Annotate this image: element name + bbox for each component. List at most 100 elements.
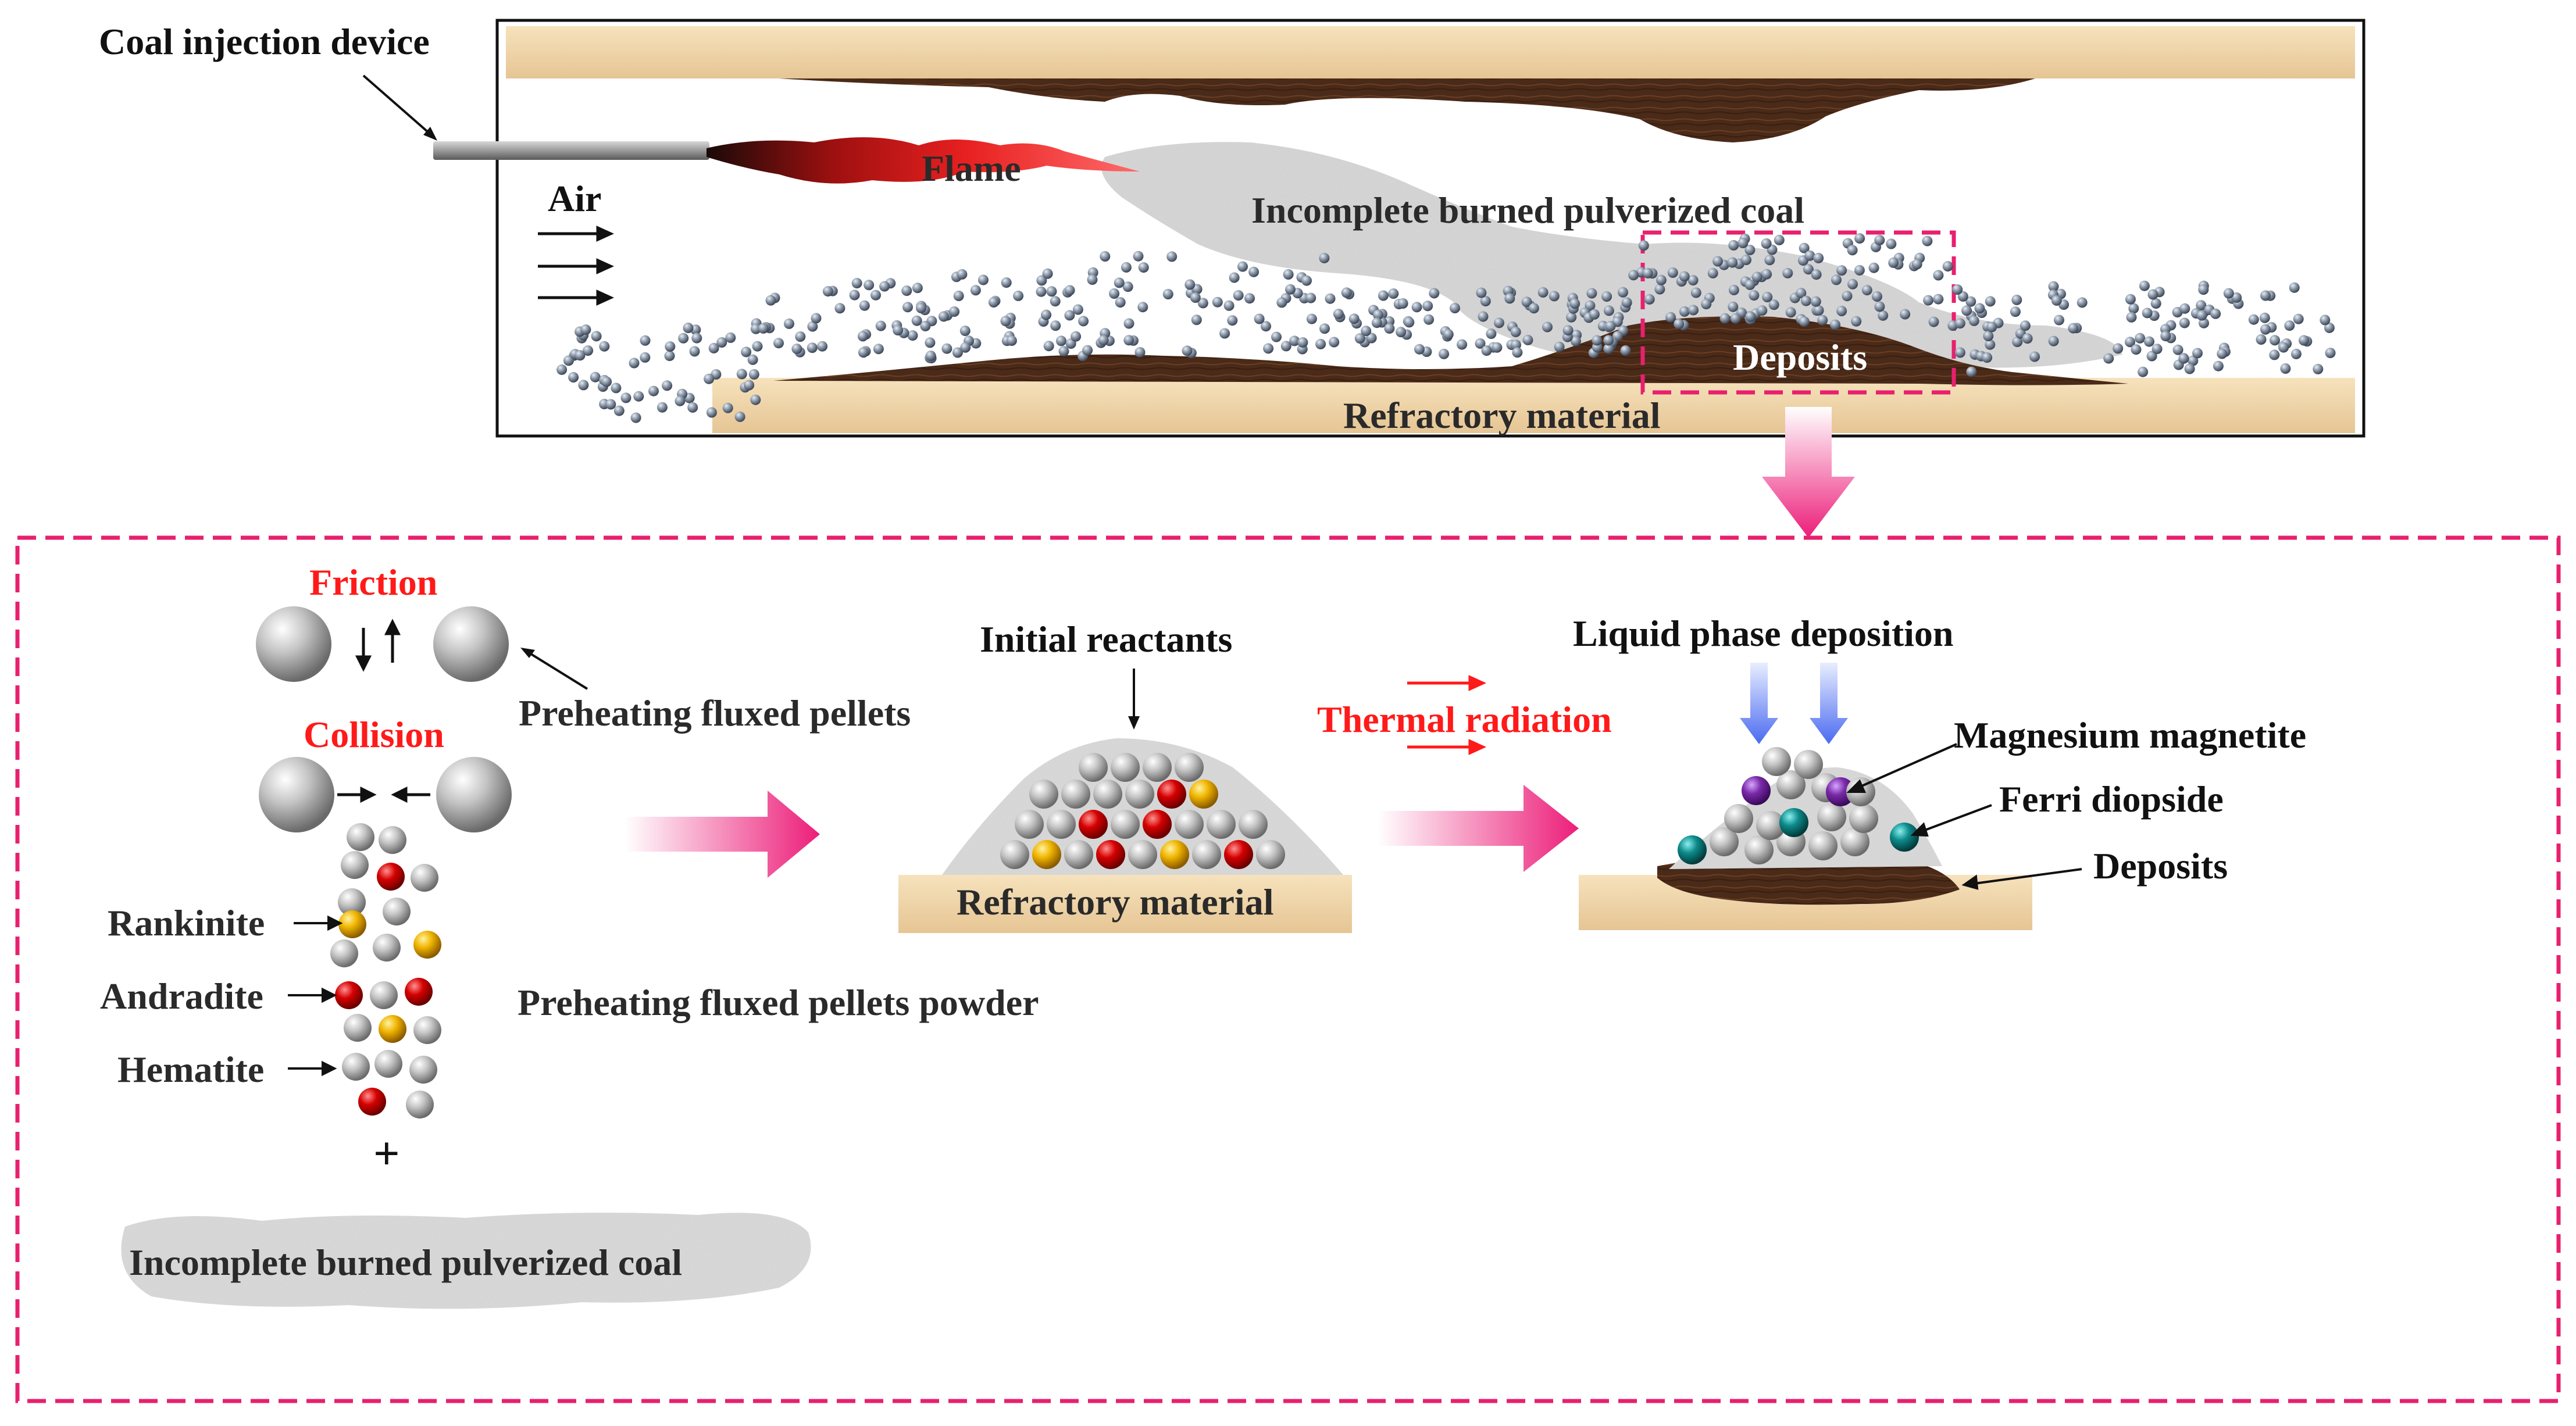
coal-particle-field xyxy=(556,233,2336,423)
coal-particle xyxy=(2160,331,2171,342)
coal-particle xyxy=(2210,308,2221,319)
coal-particle xyxy=(1874,301,1885,312)
coal-particle xyxy=(1098,335,1109,346)
coal-particle xyxy=(988,297,999,308)
coal-particle xyxy=(1429,288,1440,299)
coal-particle xyxy=(1388,288,1399,299)
coal-particle xyxy=(1481,345,1492,356)
coal-particle xyxy=(716,337,727,348)
coal-particle xyxy=(1888,257,1899,268)
coal-particle xyxy=(1813,252,1824,263)
hematite-pellet xyxy=(341,851,369,879)
coal-particle xyxy=(1799,316,1810,327)
right-leaders xyxy=(1846,743,2082,890)
coal-particle xyxy=(2152,344,2163,355)
coal-particle xyxy=(857,331,868,342)
coal-particle xyxy=(1197,298,1208,309)
coal-particle xyxy=(640,352,651,363)
pellet-gray xyxy=(1125,780,1154,809)
pellet-gray xyxy=(1744,835,1774,864)
pellet-red xyxy=(1157,780,1186,809)
coal-particle xyxy=(1036,286,1047,297)
coal-particle xyxy=(2217,348,2228,359)
coal-particle xyxy=(1831,274,1842,285)
coal-particle xyxy=(925,337,936,348)
coal-particle xyxy=(1968,315,1979,326)
coal-particle xyxy=(1191,314,1202,326)
coal-particle xyxy=(938,311,949,322)
coal-particle xyxy=(1985,339,1996,350)
coal-particle xyxy=(1872,291,1882,302)
coal-particle xyxy=(864,280,875,291)
pellet-gray xyxy=(1817,802,1846,831)
pellet-gray xyxy=(1047,810,1076,839)
coal-particle xyxy=(2213,360,2224,371)
coal-particle xyxy=(1874,235,1885,246)
coal-particle xyxy=(2125,294,2136,305)
coal-particle xyxy=(1707,267,1718,278)
coal-particle xyxy=(920,320,931,331)
pellet-gray xyxy=(1000,840,1029,869)
hematite-pellet xyxy=(373,934,401,962)
coal-particle xyxy=(822,286,833,297)
coal-particle xyxy=(834,303,845,314)
coal-particle xyxy=(1642,267,1653,278)
coal-particle xyxy=(851,278,862,289)
coal-particle xyxy=(925,351,936,362)
label-andradite: Andradite xyxy=(100,975,263,1017)
coal-particle xyxy=(1761,269,1772,280)
coal-particle xyxy=(2150,298,2161,309)
coal-particle xyxy=(1933,294,1944,305)
pellet-gray xyxy=(1849,804,1878,833)
coal-particle xyxy=(1799,242,1810,253)
pellet-yellow xyxy=(1189,780,1218,809)
coal-particle xyxy=(1001,277,1012,288)
coal-particle xyxy=(2299,335,2309,346)
coal-particle xyxy=(1618,287,1628,298)
coal-particle xyxy=(2248,314,2259,325)
label-deposits-right: Deposits xyxy=(2093,845,2228,887)
coal-particle xyxy=(953,291,964,301)
coal-particle xyxy=(1603,305,1614,316)
coal-particle xyxy=(1373,309,1383,320)
coal-particle xyxy=(1847,278,1858,290)
coal-particle xyxy=(1397,298,1408,309)
coal-particle xyxy=(1133,251,1144,262)
coal-particle xyxy=(2290,348,2302,359)
coal-particle xyxy=(1233,290,1244,301)
coal-particle xyxy=(1644,294,1655,305)
coal-particle xyxy=(1138,262,1149,273)
coal-particle xyxy=(1817,314,1828,326)
coal-particle xyxy=(795,331,806,342)
hematite-pellet xyxy=(344,1014,372,1042)
coal-particle xyxy=(1348,313,1360,324)
coal-particle xyxy=(2324,322,2335,333)
coal-particle xyxy=(1486,328,1497,339)
coal-particle xyxy=(901,285,912,296)
coal-particle xyxy=(1688,305,1699,316)
coal-particle xyxy=(2172,344,2183,355)
coal-particle xyxy=(2223,288,2234,299)
coal-particle xyxy=(1134,347,1146,358)
coal-particle xyxy=(1450,303,1460,313)
coal-particle xyxy=(1562,325,1574,336)
coal-particle xyxy=(2278,342,2289,353)
coal-particle xyxy=(2010,306,2021,317)
hematite-pellet xyxy=(338,888,366,916)
pellet-gray xyxy=(1111,753,1140,782)
coal-particle xyxy=(1423,314,1435,325)
coal-particle xyxy=(1404,317,1415,328)
coal-particle xyxy=(791,344,802,355)
coal-particle xyxy=(2011,294,2022,305)
coal-particle xyxy=(1566,312,1577,323)
coal-particle xyxy=(1223,300,1235,311)
pellet-gray xyxy=(1724,804,1753,833)
coal-particle xyxy=(1297,337,1308,348)
coal-particle xyxy=(1480,296,1491,306)
label-liquid-phase: Liquid phase deposition xyxy=(1573,613,1954,654)
coal-particle xyxy=(1006,335,1017,346)
coal-particle xyxy=(1494,317,1504,328)
coal-particle xyxy=(1982,352,1993,363)
pellet-gray xyxy=(1093,780,1122,809)
coal-particle xyxy=(575,350,586,361)
